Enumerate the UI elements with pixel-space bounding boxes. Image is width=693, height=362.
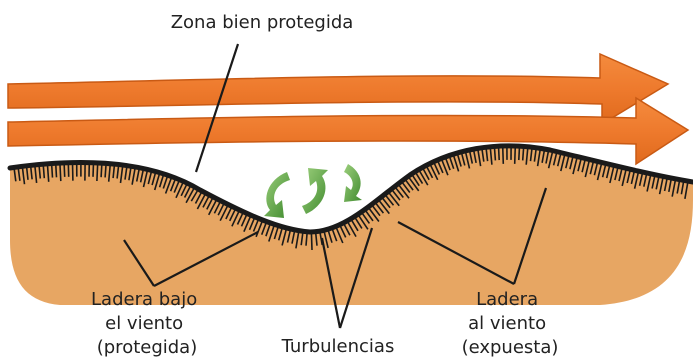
label-top: Zona bien protegida <box>171 12 354 33</box>
hatch-mark <box>311 232 312 250</box>
label-windward-line-1: Ladera <box>476 289 538 310</box>
pointer-top <box>196 44 238 172</box>
hatch-mark <box>503 146 504 164</box>
label-leeward: Ladera bajo el viento (protegida) <box>91 289 203 358</box>
wind-arrow-icon <box>8 54 668 124</box>
label-leeward-line-3: (protegida) <box>97 337 198 358</box>
turbulence-arrows-icon <box>264 164 362 218</box>
hatch-mark <box>60 163 61 181</box>
label-windward-line-3: (expuesta) <box>462 337 559 358</box>
hatch-mark <box>97 163 98 181</box>
label-leeward-line-2: el viento <box>105 313 183 334</box>
hatch-mark <box>515 146 516 164</box>
wind-arrow-icon <box>8 98 688 164</box>
label-windward-line-2: al viento <box>468 313 546 334</box>
label-turbulence: Turbulencias <box>281 336 395 357</box>
label-leeward-line-1: Ladera bajo <box>91 289 197 310</box>
